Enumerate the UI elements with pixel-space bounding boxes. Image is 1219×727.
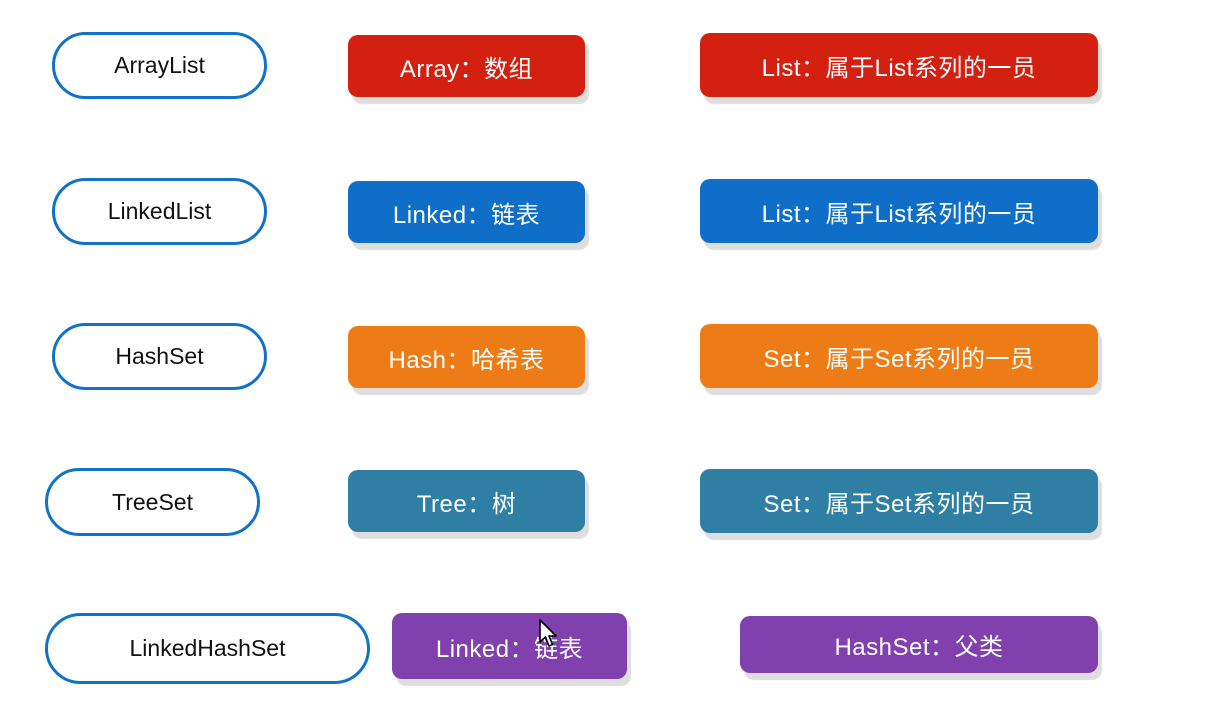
- class-pill-label: TreeSet: [112, 488, 193, 515]
- prefix-meaning-label: Tree：树: [416, 490, 517, 518]
- prefix-meaning-label: Linked：链表: [392, 201, 541, 229]
- class-pill-linkedhashset: LinkedHashSet: [45, 613, 370, 684]
- family-meaning-label: List：属于List系列的一员: [761, 200, 1037, 228]
- class-pill-linkedlist: LinkedList: [52, 178, 267, 245]
- family-meaning-box-hashset: Set：属于Set系列的一员: [700, 324, 1098, 388]
- prefix-meaning-box-linkedhashset: Linked：链表: [392, 613, 627, 679]
- prefix-meaning-label: Array：数组: [399, 55, 534, 83]
- prefix-meaning-box-treeset: Tree：树: [348, 470, 585, 532]
- prefix-meaning-box-arraylist: Array：数组: [348, 35, 585, 97]
- family-meaning-box-arraylist: List：属于List系列的一员: [700, 33, 1098, 97]
- class-pill-label: LinkedList: [107, 198, 212, 224]
- class-pill-label: LinkedHashSet: [129, 635, 286, 661]
- class-pill-treeset: TreeSet: [45, 468, 260, 536]
- prefix-meaning-box-hashset: Hash：哈希表: [348, 326, 585, 388]
- family-meaning-label: Set：属于Set系列的一员: [763, 490, 1035, 518]
- family-meaning-box-treeset: Set：属于Set系列的一员: [700, 469, 1098, 533]
- prefix-meaning-label: Linked：链表: [435, 635, 584, 663]
- family-meaning-box-linkedlist: List：属于List系列的一员: [700, 179, 1098, 243]
- family-meaning-label: Set：属于Set系列的一员: [763, 345, 1035, 373]
- prefix-meaning-box-linkedlist: Linked：链表: [348, 181, 585, 243]
- prefix-meaning-label: Hash：哈希表: [388, 346, 545, 374]
- class-pill-arraylist: ArrayList: [52, 32, 267, 99]
- class-pill-label: HashSet: [115, 343, 204, 369]
- class-pill-hashset: HashSet: [52, 323, 267, 390]
- family-meaning-box-linkedhashset: HashSet：父类: [740, 616, 1098, 673]
- class-pill-label: ArrayList: [114, 52, 205, 78]
- family-meaning-label: HashSet：父类: [834, 634, 1004, 661]
- family-meaning-label: List：属于List系列的一员: [761, 54, 1037, 82]
